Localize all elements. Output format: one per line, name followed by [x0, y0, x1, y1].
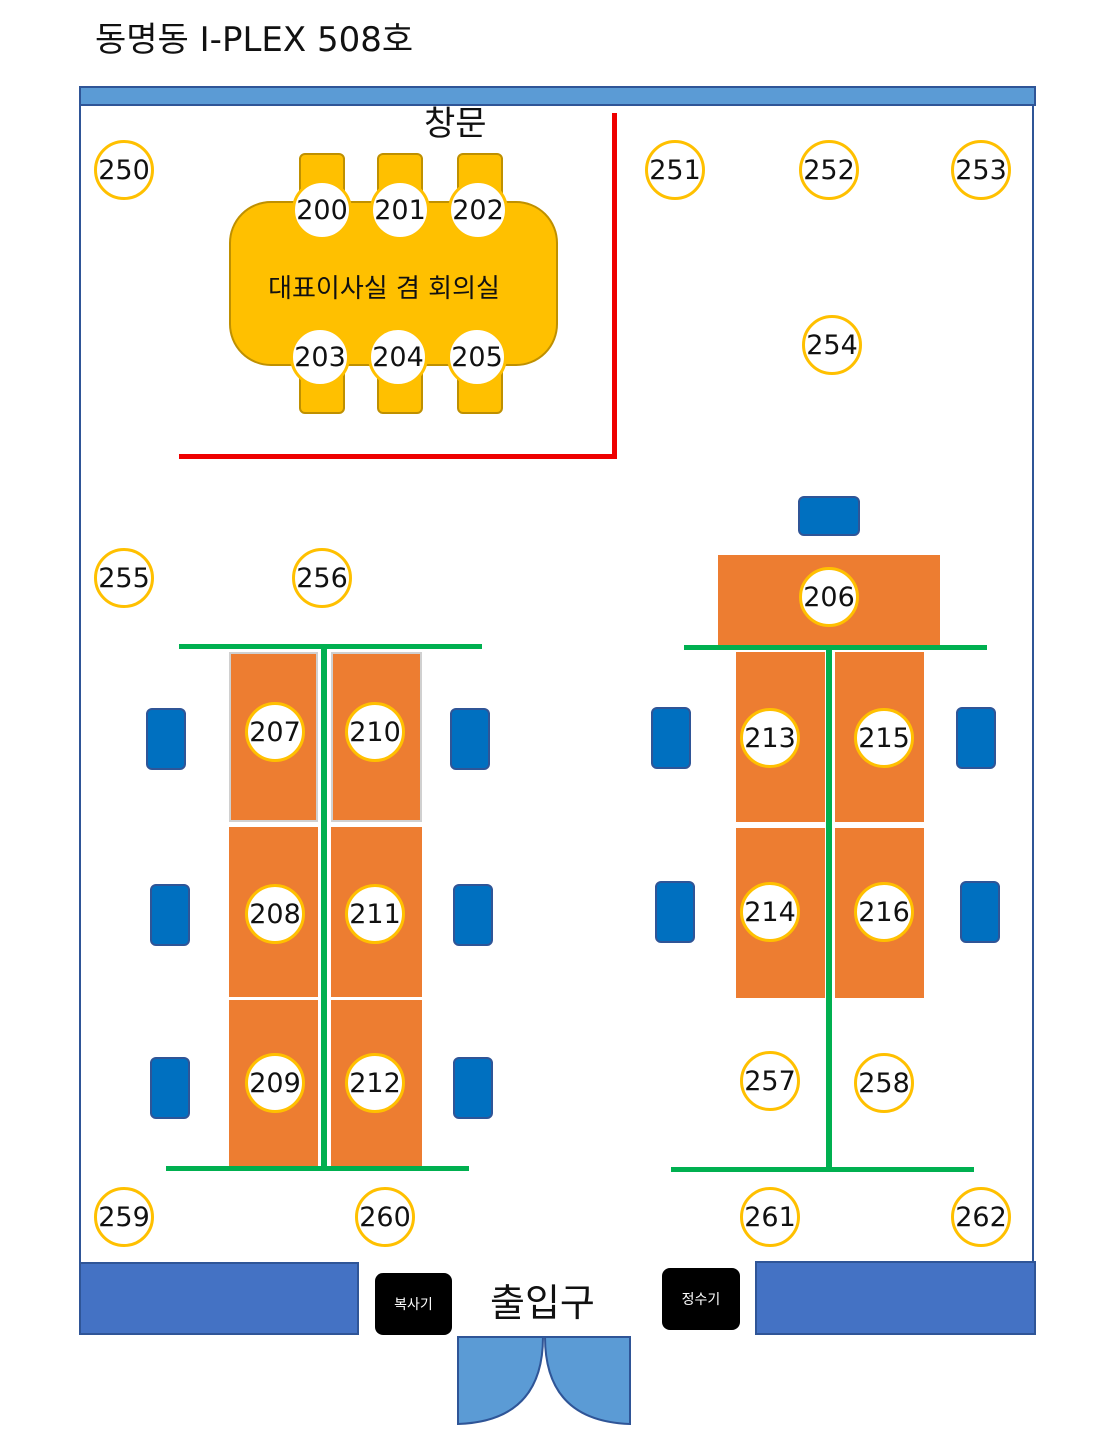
meeting-room-wall-vertical — [612, 113, 617, 458]
seat-216[interactable]: 216 — [854, 882, 914, 942]
conference-room-label: 대표이사실 겸 회의실 — [268, 274, 500, 304]
seat-213[interactable]: 213 — [740, 708, 800, 768]
seat-262[interactable]: 262 — [951, 1187, 1011, 1247]
seat-210[interactable]: 210 — [345, 702, 405, 762]
seat-208[interactable]: 208 — [245, 884, 305, 944]
seat-254[interactable]: 254 — [802, 315, 862, 375]
meeting-room-wall-horizontal — [179, 454, 617, 459]
entrance-door-icon[interactable] — [457, 1336, 631, 1426]
seat-209[interactable]: 209 — [245, 1053, 305, 1113]
entrance-label: 출입구 — [490, 1281, 595, 1325]
partition-bottom-left — [166, 1166, 469, 1171]
chair — [960, 881, 1000, 943]
seat-203[interactable]: 203 — [290, 327, 350, 387]
seat-258[interactable]: 258 — [854, 1053, 914, 1113]
seat-259[interactable]: 259 — [94, 1187, 154, 1247]
chair — [655, 881, 695, 943]
chair — [450, 708, 490, 770]
seat-257[interactable]: 257 — [740, 1051, 800, 1111]
seat-204[interactable]: 204 — [368, 327, 428, 387]
seat-201[interactable]: 201 — [370, 180, 430, 240]
chair — [956, 707, 996, 769]
seat-260[interactable]: 260 — [355, 1187, 415, 1247]
seat-215[interactable]: 215 — [854, 708, 914, 768]
seat-207[interactable]: 207 — [245, 702, 305, 762]
seat-250[interactable]: 250 — [94, 140, 154, 200]
partition-top-right — [684, 645, 987, 650]
partition-center-left — [321, 648, 327, 1168]
seat-200[interactable]: 200 — [292, 180, 352, 240]
seat-206[interactable]: 206 — [799, 567, 859, 627]
seat-205[interactable]: 205 — [447, 327, 507, 387]
copier: 복사기 — [375, 1273, 452, 1335]
seat-256[interactable]: 256 — [292, 548, 352, 608]
window-label: 창문 — [424, 104, 487, 144]
chair — [453, 884, 493, 946]
partition-bottom-right — [671, 1167, 974, 1172]
chair — [798, 496, 860, 536]
seat-214[interactable]: 214 — [740, 882, 800, 942]
seat-211[interactable]: 211 — [345, 884, 405, 944]
seat-251[interactable]: 251 — [645, 140, 705, 200]
floor-plan-title: 동명동 I-PLEX 508호 — [95, 20, 414, 60]
seat-252[interactable]: 252 — [799, 140, 859, 200]
chair — [150, 1057, 190, 1119]
seat-253[interactable]: 253 — [951, 140, 1011, 200]
window-bar — [79, 86, 1036, 106]
chair — [146, 708, 186, 770]
bottom-wall-left — [79, 1262, 359, 1335]
seat-212[interactable]: 212 — [345, 1053, 405, 1113]
chair — [651, 707, 691, 769]
entrance-gap — [359, 1332, 755, 1336]
partition-center-right — [826, 649, 832, 1169]
seat-202[interactable]: 202 — [448, 180, 508, 240]
chair — [150, 884, 190, 946]
partition-top-left — [179, 644, 482, 649]
seat-261[interactable]: 261 — [740, 1187, 800, 1247]
bottom-wall-right — [755, 1261, 1036, 1335]
chair — [453, 1057, 493, 1119]
seat-255[interactable]: 255 — [94, 548, 154, 608]
water-purifier: 정수기 — [662, 1268, 740, 1330]
